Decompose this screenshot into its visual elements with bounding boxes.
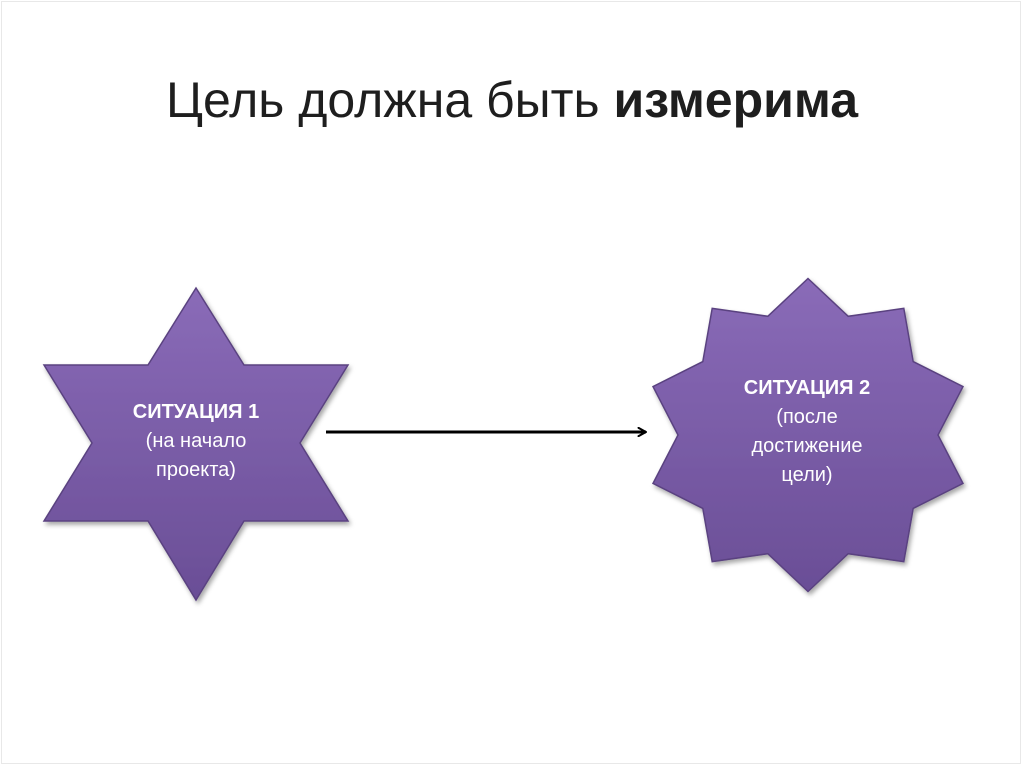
situation-1-heading: СИТУАЦИЯ 1 bbox=[132, 401, 260, 423]
situation-2-heading: СИТУАЦИЯ 2 bbox=[743, 377, 871, 399]
title-regular: Цель должна быть bbox=[165, 72, 614, 128]
title-bold: измерима bbox=[613, 72, 859, 128]
situation-1-detail: (на начало проекта) bbox=[145, 430, 247, 481]
situation-1-label: СИТУАЦИЯ 1 (на начало проекта) bbox=[96, 398, 296, 485]
situation-2-star-shape bbox=[651, 277, 965, 593]
situation-2-detail: (после достижение цели) bbox=[751, 406, 863, 486]
slide-title: Цель должна быть измерима bbox=[0, 60, 1024, 140]
situation-2-label: СИТУАЦИЯ 2 (после достижение цели) bbox=[707, 374, 907, 490]
situation-1-star-shape bbox=[42, 286, 350, 602]
